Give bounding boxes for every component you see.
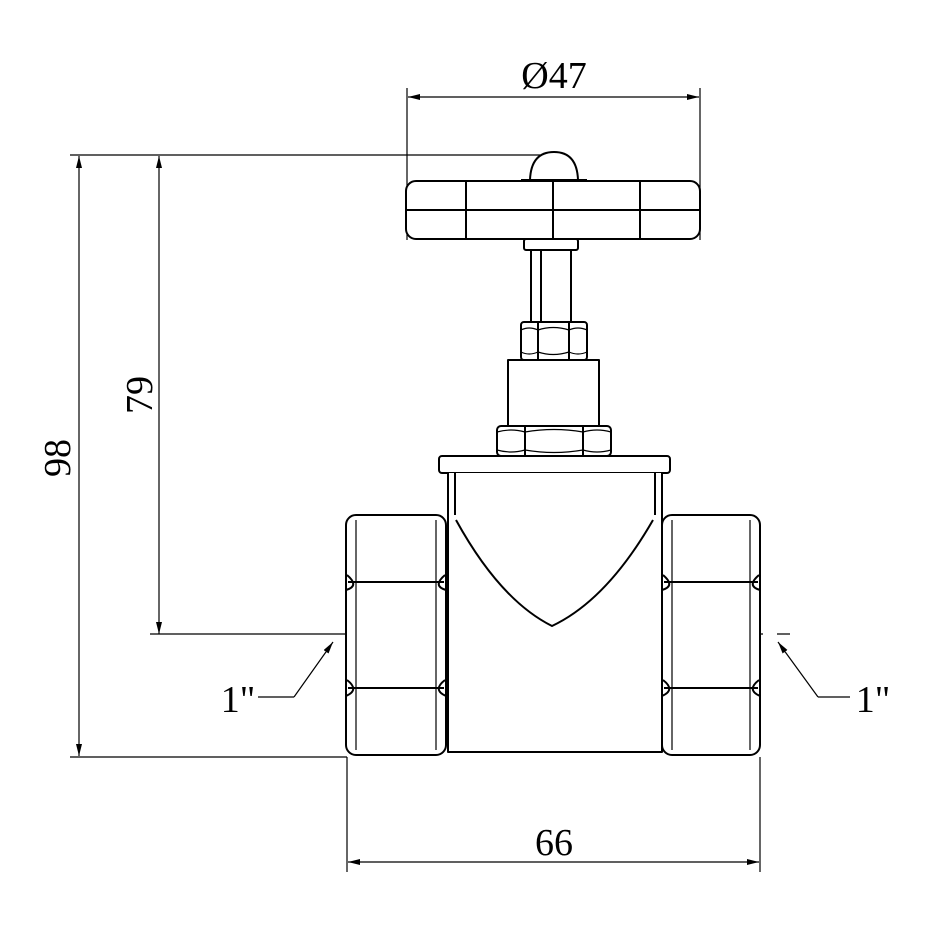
dimension-body-length: 66: [346, 757, 761, 872]
valve-body: [447, 473, 663, 753]
thread-callout-left: 1": [221, 641, 334, 721]
diameter-label: Ø47: [521, 55, 586, 97]
left-end-hex: [345, 514, 447, 756]
dimension-diameter: Ø47: [406, 55, 701, 240]
bonnet-hex-nut: [496, 425, 612, 457]
dimension-centerline-height: 79: [119, 156, 162, 634]
gland-nut: [520, 321, 588, 361]
overall-height-label: 98: [37, 439, 79, 477]
valve-stem: [530, 249, 572, 323]
handwheel: [405, 151, 701, 251]
bonnet-column: [507, 359, 600, 427]
thread-callout-right: 1": [777, 641, 891, 721]
centerline-height-label: 79: [119, 376, 161, 414]
body-length-label: 66: [535, 822, 573, 864]
body-flange: [438, 455, 671, 474]
dimension-overall-height: 98: [37, 154, 540, 758]
thread-left-label: 1": [221, 679, 256, 721]
thread-right-label: 1": [856, 679, 891, 721]
right-end-hex: [661, 514, 761, 756]
